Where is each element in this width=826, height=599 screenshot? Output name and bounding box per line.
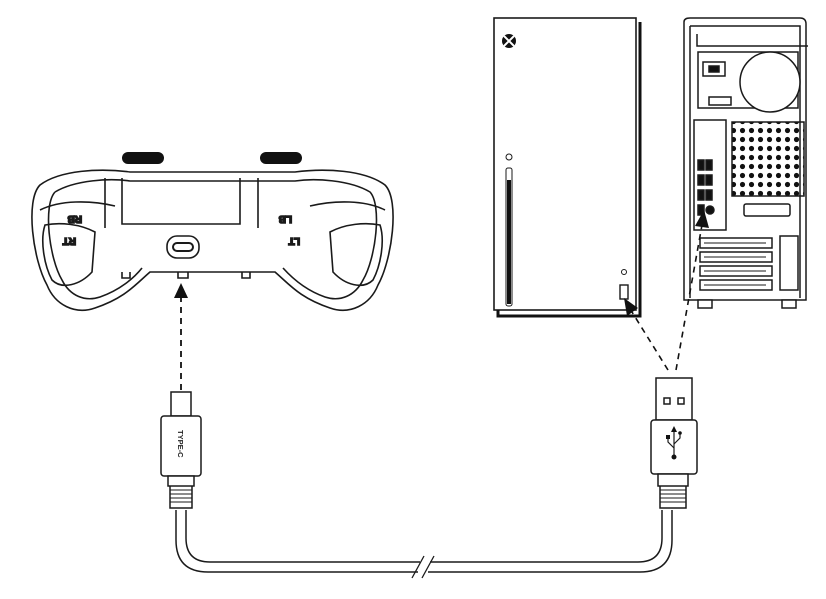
game-controller: RB RT LB LT <box>31 152 394 312</box>
left-shoulder <box>39 201 116 211</box>
label-lt: LT <box>289 235 300 246</box>
left-trigger <box>42 222 96 287</box>
right-bumper-top <box>260 152 302 164</box>
console-usb-port <box>619 284 629 300</box>
xbox-logo-icon <box>502 34 516 48</box>
left-bumper-top <box>122 152 164 164</box>
arrow-to-controller <box>174 283 188 390</box>
arrow-to-pc <box>675 210 709 371</box>
cable-wire <box>175 510 673 573</box>
typec-label: TYPE-C <box>176 430 185 458</box>
desktop-pc-tower-icon <box>683 17 808 309</box>
label-rt: RT <box>63 235 76 246</box>
top-plate <box>121 178 241 225</box>
typec-connector <box>160 391 202 509</box>
case-vent <box>731 121 805 197</box>
psu-fan <box>739 51 801 113</box>
right-shoulder <box>309 201 386 211</box>
usb-cable <box>160 377 698 579</box>
xbox-console <box>493 17 642 318</box>
right-trigger <box>329 222 383 287</box>
label-rb: RB <box>68 213 82 224</box>
controller-shell <box>31 169 394 312</box>
label-lb: LB <box>279 213 292 224</box>
usb-trident-icon <box>666 426 682 460</box>
arrow-to-console <box>624 298 669 371</box>
